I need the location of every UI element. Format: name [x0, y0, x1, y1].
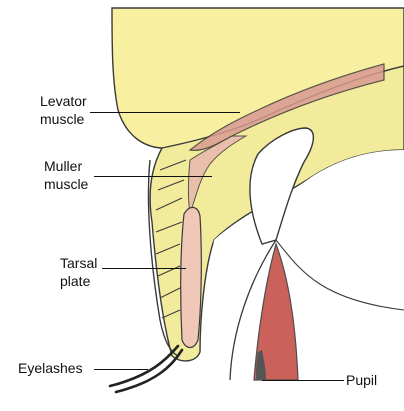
label-tarsal-line2: plate: [60, 272, 90, 290]
leader-eyelashes: [94, 369, 148, 370]
label-tarsal-line1: Tarsal: [60, 254, 97, 272]
leader-muller: [94, 176, 212, 177]
label-levator-line1: Levator: [40, 92, 87, 110]
label-muller-line1: Muller: [44, 157, 82, 175]
label-muller-line2: muscle: [44, 175, 88, 193]
label-levator-line2: muscle: [40, 110, 84, 128]
leader-levator: [90, 112, 240, 113]
label-eyelashes: Eyelashes: [18, 359, 83, 377]
leader-pupil: [262, 380, 344, 381]
leader-tarsal: [102, 268, 186, 269]
tarsal-plate: [181, 207, 202, 347]
label-pupil: Pupil: [346, 371, 377, 389]
